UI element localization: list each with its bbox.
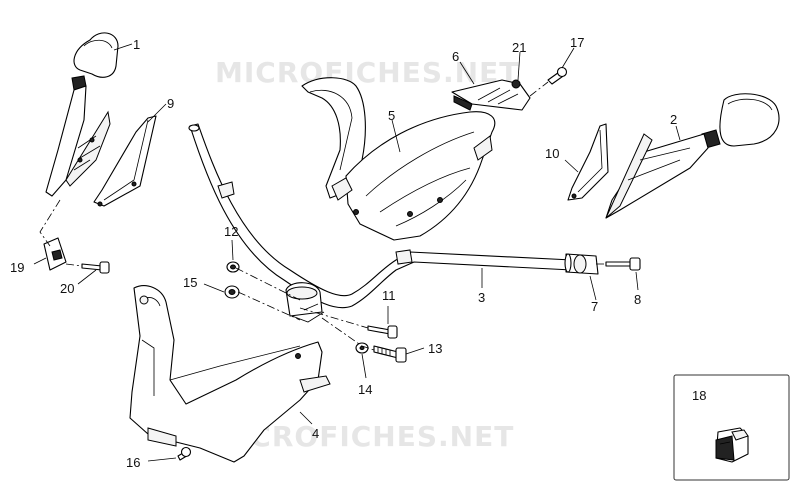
callout-19: 19 (10, 260, 24, 275)
callout-2: 2 (670, 112, 677, 127)
callout-3: 3 (478, 290, 485, 305)
callout-12: 12 (224, 224, 238, 239)
callout-18: 18 (692, 388, 706, 403)
bolt-icon (605, 257, 641, 271)
callout-6: 6 (452, 49, 459, 64)
bar-end-weight-icon (564, 253, 599, 275)
callout-11: 11 (382, 288, 396, 303)
callout-1: 1 (133, 37, 140, 52)
watermark-top: MICROFICHES.NET (215, 56, 519, 89)
plug-icon (715, 427, 749, 463)
screw-icon (177, 446, 192, 461)
callout-16: 16 (126, 455, 140, 470)
inset-box: 18 (673, 374, 790, 481)
callout-9: 9 (167, 96, 174, 111)
screw-icon (547, 66, 568, 85)
callout-7: 7 (591, 299, 598, 314)
callout-13: 13 (428, 341, 442, 356)
callout-15: 15 (183, 275, 197, 290)
bolt-icon (373, 345, 407, 363)
nut-icon (226, 261, 240, 273)
callout-20: 20 (60, 281, 74, 296)
callout-5: 5 (388, 108, 395, 123)
assembly-lines (39, 81, 606, 351)
lower-handlebar-cover-icon (129, 285, 331, 463)
callout-14: 14 (358, 382, 372, 397)
nut-icon (224, 285, 240, 299)
upper-handlebar-cover-icon (301, 77, 496, 241)
mirror-right-icon (605, 93, 780, 219)
callout-10: 10 (545, 146, 559, 161)
callout-labels: 1 2 3 4 5 6 7 8 9 10 11 12 13 14 15 16 1… (10, 35, 677, 470)
callout-17: 17 (570, 35, 584, 50)
callout-4: 4 (312, 426, 319, 441)
instrument-lens-icon (451, 79, 531, 111)
mirror-left-icon (45, 32, 119, 197)
right-side-panel-icon (567, 123, 609, 201)
callout-8: 8 (634, 292, 641, 307)
clip-nut-icon (43, 237, 67, 271)
callout-21: 21 (512, 40, 526, 55)
bolt-icon (367, 325, 398, 339)
left-side-panel-icon (93, 115, 157, 207)
leader-lines (33, 43, 681, 462)
bolt-icon (81, 261, 110, 274)
washer-icon (355, 342, 369, 354)
rivet-icon (511, 79, 521, 89)
